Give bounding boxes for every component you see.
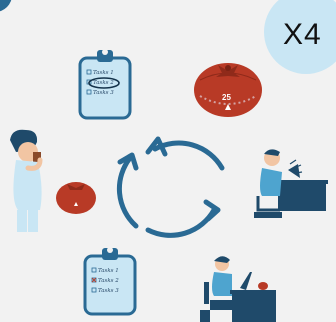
checklist-top-clipboard: Tasks 1 Tasks 2 Tasks 3 <box>78 49 132 120</box>
cycle-arrowhead-left <box>117 152 139 171</box>
checked-mark <box>91 277 97 283</box>
tomato-timer-large: 25 <box>194 63 262 117</box>
top-task-3: Tasks 3 <box>93 90 114 96</box>
repeat-badge <box>264 0 336 74</box>
cycle-arrowhead-right <box>203 199 221 222</box>
cycle-arrows <box>116 136 225 238</box>
cycle-arrowhead-top <box>145 136 168 157</box>
bottom-task-3: Tasks 3 <box>98 288 119 294</box>
person-working-desk <box>254 149 328 218</box>
timer-value: 25 <box>222 93 231 102</box>
tomato-timer-small <box>56 182 96 214</box>
checklist-bottom-clipboard: Tasks 1 Tasks 2 Tasks 3 <box>83 247 137 316</box>
top-task-1: Tasks 1 <box>93 70 114 76</box>
person-drinking <box>10 129 43 232</box>
bottom-task-2: Tasks 2 <box>98 278 119 284</box>
cycle-arrow-right <box>145 207 217 238</box>
bottom-task-1: Tasks 1 <box>98 268 119 274</box>
cycle-arrow-left <box>116 155 139 229</box>
top-task-2: Tasks 2 <box>93 80 114 86</box>
repeat-count-label: X4 <box>283 18 322 51</box>
highlight-circle <box>88 77 120 89</box>
person-working-desk-bottom <box>200 256 276 322</box>
